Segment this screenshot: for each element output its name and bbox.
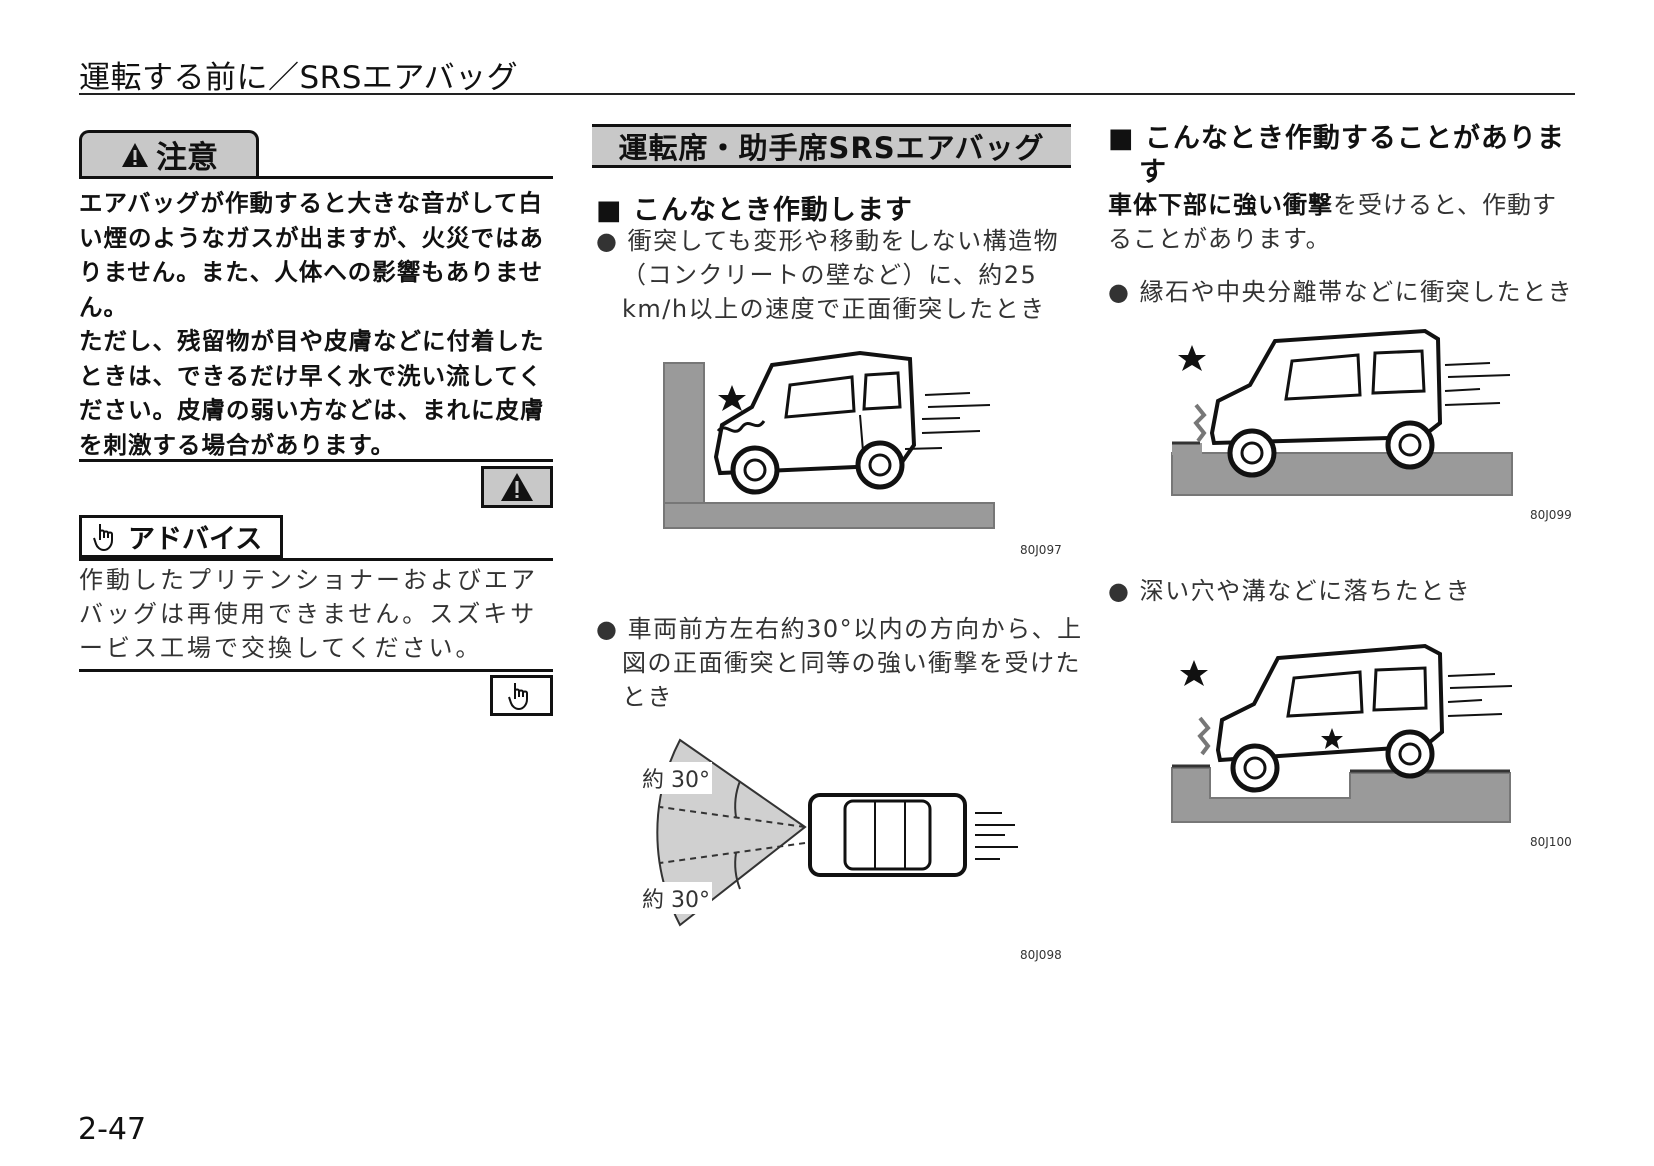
angle-label-bottom: 約 30° <box>640 882 712 914</box>
may-activate-intro: 車体下部に強い衝撃を受けると、作動することがあります。 <box>1108 188 1578 256</box>
page-header-title: 運転する前に／SRSエアバッグ <box>79 60 519 96</box>
figure-2-code: 80J098 <box>1020 948 1062 962</box>
caution-end-mark <box>481 466 553 508</box>
activates-bullet-1: ● 衝突しても変形や移動をしない構造物（コンクリートの壁など）に、約25 km/… <box>596 227 1060 323</box>
caution-label-text: 注意 <box>156 140 218 176</box>
header-rule <box>79 93 1575 95</box>
figure-3-code: 80J099 <box>1530 508 1572 522</box>
pointing-hand-icon <box>93 523 113 551</box>
advice-bottom-rule <box>79 669 553 672</box>
figure-4-code: 80J100 <box>1530 835 1572 849</box>
may-activate-bullet-1: ● 縁石や中央分離帯などに衝突したとき <box>1108 278 1574 306</box>
activates-bullet-2: ● 車両前方左右約30°以内の方向から、上図の正面衝突と同等の強い衝撃を受けたと… <box>596 615 1083 711</box>
may-activate-heading-line1: ■ こんなとき作動することがありま <box>1108 123 1565 154</box>
may-activate-heading-line2: す <box>1139 157 1167 188</box>
figure-wall-collision <box>663 350 995 529</box>
section-title-banner: 運転席・助手席SRSエアバッグ <box>592 124 1071 168</box>
figure-curb-collision <box>1171 328 1513 496</box>
caution-body: エアバッグが作動すると大きな音がして白い煙のようなガスが出ますが、火災ではありま… <box>79 186 557 462</box>
pointing-hand-icon <box>507 682 528 710</box>
angle-label-top: 約 30° <box>640 762 712 794</box>
caution-bottom-rule <box>79 459 553 462</box>
may-activate-intro-bold: 車体下部に強い衝撃 <box>1108 191 1333 219</box>
may-activate-bullet-2: ● 深い穴や溝などに落ちたとき <box>1108 577 1472 605</box>
advice-top-rule <box>79 558 553 561</box>
page-number: 2-47 <box>78 1112 147 1147</box>
figure-1-code: 80J097 <box>1020 543 1062 557</box>
advice-label-text: アドバイス <box>128 524 263 555</box>
may-activate-intro-rest: を受けると、作動することがあります。 <box>1108 191 1558 253</box>
figure-ditch-fall <box>1171 643 1513 823</box>
warning-triangle-icon <box>501 473 533 501</box>
caution-paragraph-1: エアバッグが作動すると大きな音がして白い煙のようなガスが出ますが、火災ではありま… <box>79 189 545 321</box>
advice-end-mark <box>490 675 553 716</box>
activates-heading: ■ こんなとき作動します <box>596 195 913 226</box>
may-activate-heading: ■ こんなとき作動することがありま す <box>1108 122 1565 190</box>
caution-paragraph-2: ただし、残留物が目や皮膚などに付着したときは、できるだけ早く水で洗い流してくださ… <box>79 327 545 459</box>
caution-top-rule <box>79 176 553 179</box>
warning-triangle-icon <box>122 142 148 167</box>
caution-label: 注意 <box>79 130 259 176</box>
advice-label: アドバイス <box>79 515 283 558</box>
advice-body: 作動したプリテンショナーおよびエアバッグは再使用できません。スズキサービス工場で… <box>79 566 538 662</box>
